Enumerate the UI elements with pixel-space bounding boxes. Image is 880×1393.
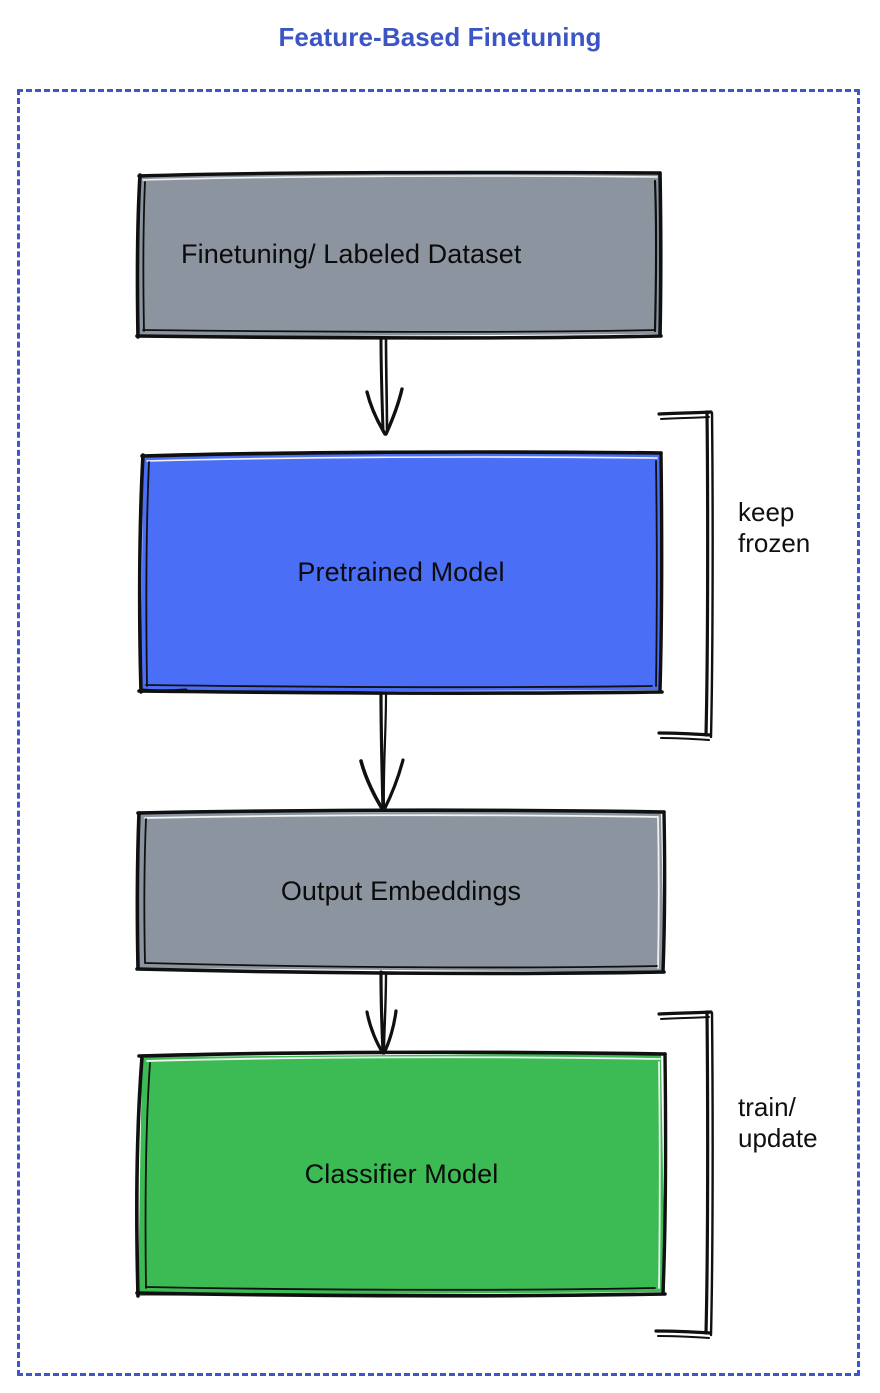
node-classifier-model[interactable]: Classifier Model [138, 1053, 665, 1295]
node-output-embeddings-label: Output Embeddings [280, 875, 522, 906]
annotation-train-update: train/ update [738, 1092, 818, 1153]
node-dataset-label: Finetuning/ Labeled Dataset [181, 239, 522, 269]
node-pretrained-model[interactable]: Pretrained Model [141, 452, 661, 692]
node-pretrained-model-label: Pretrained Model [297, 556, 505, 587]
node-dataset[interactable]: Finetuning/ Labeled Dataset [137, 172, 660, 337]
page-title: Feature-Based Finetuning [278, 22, 602, 52]
diagram-outer-frame [17, 89, 860, 1376]
node-output-embeddings[interactable]: Output Embeddings [138, 811, 664, 971]
node-classifier-model-label: Classifier Model [304, 1158, 499, 1189]
annotation-keep-frozen: keep frozen [738, 497, 811, 558]
